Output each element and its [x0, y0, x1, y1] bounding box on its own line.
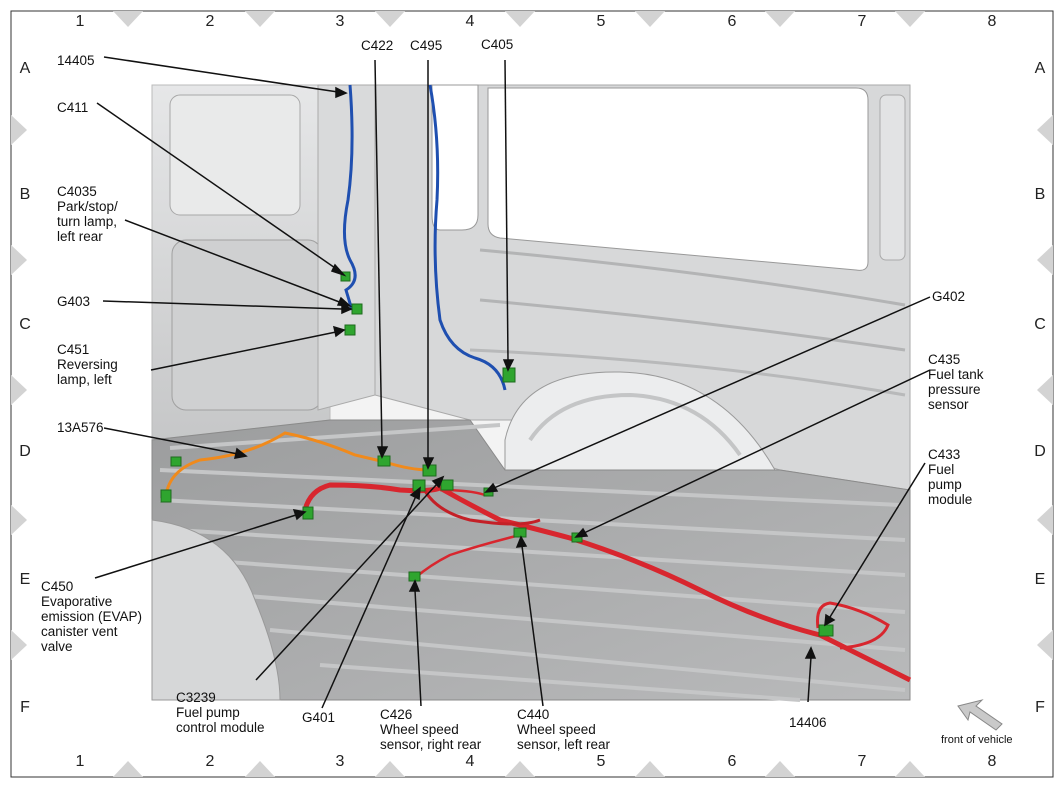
label-text: canister vent [41, 624, 118, 639]
label-text: Park/stop/ [57, 199, 118, 214]
label-text: C433 [928, 447, 961, 462]
label-text: C435 [928, 352, 961, 367]
grid-row-f-right: F [1035, 699, 1045, 716]
label-c450: C450 Evaporative emission (EVAP) caniste… [41, 579, 142, 654]
label-c422: C422 [361, 38, 393, 53]
label-text: Reversing [57, 357, 118, 372]
label-g403: G403 [57, 294, 90, 309]
label-text: C422 [361, 38, 394, 53]
front-of-vehicle-arrow-icon [957, 699, 1003, 731]
label-text: valve [41, 639, 73, 654]
grid-col-3: 3 [335, 13, 345, 30]
label-text: Fuel pump [176, 705, 240, 720]
grid-row-b-right: B [1034, 186, 1046, 203]
grid-row-b: B [19, 186, 31, 203]
label-c451: C451 Reversing lamp, left [57, 342, 118, 387]
label-text: sensor, left rear [517, 737, 611, 752]
grid-col-6: 6 [727, 13, 737, 30]
label-g401: G401 [302, 710, 335, 725]
vehicle-body [151, 84, 911, 702]
label-text: pressure [928, 382, 981, 397]
label-text: C450 [41, 579, 74, 594]
grid-col-2-bottom: 2 [205, 753, 215, 770]
label-c405: C405 [481, 37, 513, 52]
grid-col-3-bottom: 3 [335, 753, 345, 770]
harness-13a576 [164, 431, 431, 496]
label-text: 13A576 [57, 420, 104, 435]
grid-col-5-bottom: 5 [596, 753, 606, 770]
label-text: control module [176, 720, 265, 735]
grid-col-5: 5 [596, 13, 606, 30]
label-c440: C440 Wheel speed sensor, left rear [517, 707, 610, 752]
label-text: pump [928, 477, 962, 492]
grid-col-1: 1 [75, 13, 85, 30]
front-of-vehicle-label: front of vehicle [941, 734, 1013, 746]
grid-col-7-bottom: 7 [857, 753, 867, 770]
label-c433: C433 Fuel pump module [928, 447, 972, 507]
label-text: C451 [57, 342, 90, 357]
grid-row-e-right: E [1034, 571, 1046, 588]
label-text: C426 [380, 707, 413, 722]
label-text: module [928, 492, 973, 507]
label-13a576: 13A576 [57, 420, 104, 435]
grid-col-4-bottom: 4 [465, 753, 475, 770]
harness-14406 [302, 479, 912, 683]
label-text: 14405 [57, 53, 95, 68]
grid-col-7: 7 [857, 13, 867, 30]
label-g402: G402 [932, 289, 965, 304]
grid-row-c: C [19, 316, 31, 333]
label-text: C411 [57, 100, 89, 115]
label-text: Wheel speed [517, 722, 596, 737]
label-c495: C495 [410, 38, 442, 53]
grid-col-8: 8 [987, 13, 997, 30]
grid-col-4: 4 [465, 13, 475, 30]
label-text: G401 [302, 710, 336, 725]
label-text: 14406 [789, 715, 827, 730]
label-text: C4035 [57, 184, 97, 199]
label-text: C440 [517, 707, 550, 722]
grid-col-1-bottom: 1 [75, 753, 85, 770]
grid-row-a: A [19, 60, 31, 77]
label-text: Wheel speed [380, 722, 459, 737]
label-text: C3239 [176, 690, 216, 705]
label-text: Evaporative [41, 594, 113, 609]
grid-row-d: D [19, 443, 31, 460]
label-c411: C411 [57, 100, 88, 115]
label-text: left rear [57, 229, 103, 244]
grid-row-c-right: C [1034, 316, 1046, 333]
leader-lines [94, 56, 931, 709]
label-text: Fuel [928, 462, 955, 477]
label-14405: 14405 [57, 53, 95, 68]
label-text: emission (EVAP) [41, 609, 143, 624]
grid-col-8-bottom: 8 [987, 753, 997, 770]
grid-row-d-right: D [1034, 443, 1046, 460]
label-c435: C435 Fuel tank pressure sensor [928, 352, 984, 412]
label-text: G402 [932, 289, 966, 304]
grid-markers [11, 11, 1053, 777]
label-text: C405 [481, 37, 514, 52]
grid-col-2: 2 [205, 13, 215, 30]
grid-col-6-bottom: 6 [727, 753, 737, 770]
label-text: sensor, right rear [380, 737, 482, 752]
grid-row-a-right: A [1034, 60, 1046, 77]
label-text: turn lamp, [57, 214, 118, 229]
label-text: lamp, left [57, 372, 112, 387]
label-text: G403 [57, 294, 91, 309]
label-c426: C426 Wheel speed sensor, right rear [380, 707, 481, 752]
label-text: Fuel tank [928, 367, 984, 382]
grid-row-f: F [20, 699, 30, 716]
label-14406: 14406 [789, 715, 827, 730]
label-c3239: C3239 Fuel pump control module [176, 690, 265, 735]
harness-14405 [343, 84, 507, 391]
label-c4035: C4035 Park/stop/ turn lamp, left rear [57, 184, 118, 244]
label-text: C495 [410, 38, 443, 53]
grid-row-e: E [19, 571, 31, 588]
label-text: sensor [928, 397, 969, 412]
